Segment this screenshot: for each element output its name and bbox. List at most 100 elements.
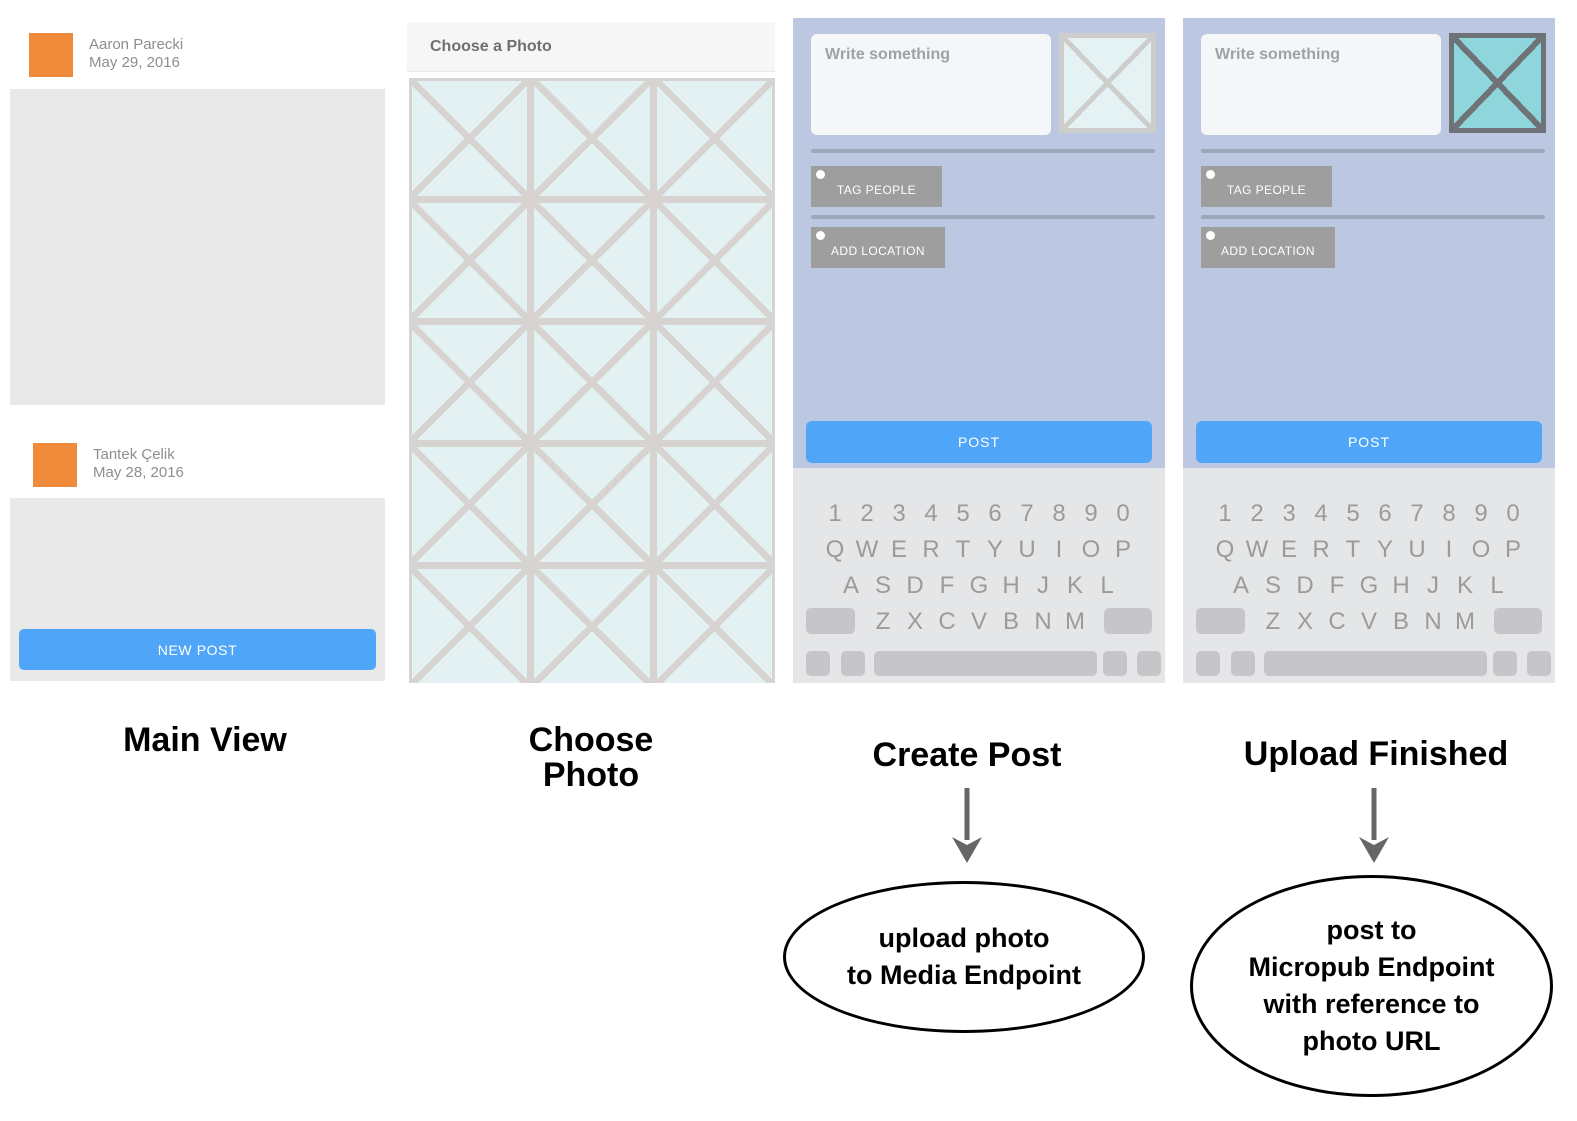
key-d[interactable]: D [1296,572,1314,599]
photo-thumbnail[interactable] [412,203,528,318]
key-b[interactable]: B [1002,608,1019,635]
key-a[interactable]: A [1232,572,1249,599]
blank-key[interactable] [806,651,830,676]
key-h[interactable]: H [1392,572,1410,599]
key-s[interactable]: S [1264,572,1281,599]
key-o[interactable]: O [1471,536,1491,563]
key-k[interactable]: K [1066,572,1083,599]
key-p[interactable]: P [1504,536,1521,563]
key-2[interactable]: 2 [1250,500,1264,527]
key-2[interactable]: 2 [860,500,874,527]
key-3[interactable]: 3 [892,500,906,527]
key-c[interactable]: C [938,608,956,635]
key-u[interactable]: U [1408,536,1426,563]
key-b[interactable]: B [1392,608,1409,635]
key-7[interactable]: 7 [1020,500,1034,527]
blank-key[interactable] [841,651,865,676]
space-bar[interactable] [874,651,1097,676]
photo-thumbnail[interactable] [412,447,528,562]
key-k[interactable]: K [1456,572,1473,599]
backspace-key[interactable] [1104,608,1152,634]
photo-thumbnail[interactable] [656,81,772,196]
key-m[interactable]: M [1455,608,1475,635]
key-z[interactable]: Z [1265,608,1281,635]
key-e[interactable]: E [890,536,907,563]
key-t[interactable]: T [1345,536,1361,563]
key-v[interactable]: V [1360,608,1377,635]
space-bar[interactable] [1264,651,1487,676]
shift-key[interactable] [806,608,855,634]
key-9[interactable]: 9 [1474,500,1488,527]
tag-people-button[interactable]: TAG PEOPLE [811,166,942,207]
shift-key[interactable] [1196,608,1245,634]
key-t[interactable]: T [955,536,971,563]
key-n[interactable]: N [1034,608,1052,635]
key-j[interactable]: J [1427,572,1439,599]
photo-thumbnail[interactable] [534,203,650,318]
key-3[interactable]: 3 [1282,500,1296,527]
key-y[interactable]: Y [986,536,1003,563]
key-x[interactable]: X [906,608,923,635]
key-r[interactable]: R [922,536,940,563]
key-q[interactable]: Q [825,536,845,563]
key-9[interactable]: 9 [1084,500,1098,527]
post-button[interactable]: POST [806,421,1152,463]
photo-thumbnail[interactable] [656,325,772,440]
key-l[interactable]: L [1490,572,1504,599]
key-f[interactable]: F [1329,572,1345,599]
new-post-button[interactable]: NEW POST [19,629,376,670]
photo-thumbnail[interactable] [412,81,528,196]
key-g[interactable]: G [1359,572,1379,599]
key-4[interactable]: 4 [1314,500,1328,527]
blank-key[interactable] [1231,651,1255,676]
key-z[interactable]: Z [875,608,891,635]
photo-thumbnail[interactable] [656,203,772,318]
key-5[interactable]: 5 [1346,500,1360,527]
add-location-button[interactable]: ADD LOCATION [811,227,945,268]
key-h[interactable]: H [1002,572,1020,599]
key-f[interactable]: F [939,572,955,599]
key-m[interactable]: M [1065,608,1085,635]
backspace-key[interactable] [1494,608,1542,634]
key-n[interactable]: N [1424,608,1442,635]
photo-thumbnail[interactable] [534,81,650,196]
key-u[interactable]: U [1018,536,1036,563]
tag-people-button[interactable]: TAG PEOPLE [1201,166,1332,207]
key-6[interactable]: 6 [1378,500,1392,527]
photo-thumbnail[interactable] [534,569,650,683]
blank-key[interactable] [1103,651,1127,676]
photo-thumbnail[interactable] [412,325,528,440]
key-c[interactable]: C [1328,608,1346,635]
photo-thumbnail[interactable] [534,325,650,440]
key-s[interactable]: S [874,572,891,599]
compose-text-input[interactable]: Write something [1201,34,1441,135]
key-e[interactable]: E [1280,536,1297,563]
key-0[interactable]: 0 [1116,500,1130,527]
key-a[interactable]: A [842,572,859,599]
key-l[interactable]: L [1100,572,1114,599]
photo-thumbnail[interactable] [656,569,772,683]
key-7[interactable]: 7 [1410,500,1424,527]
key-x[interactable]: X [1296,608,1313,635]
key-p[interactable]: P [1114,536,1131,563]
key-1[interactable]: 1 [828,500,842,527]
photo-thumbnail[interactable] [656,447,772,562]
key-q[interactable]: Q [1215,536,1235,563]
key-i[interactable]: I [1055,536,1063,563]
blank-key[interactable] [1527,651,1551,676]
key-i[interactable]: I [1445,536,1453,563]
key-8[interactable]: 8 [1442,500,1456,527]
post-button[interactable]: POST [1196,421,1542,463]
key-j[interactable]: J [1037,572,1049,599]
compose-text-input[interactable]: Write something [811,34,1051,135]
key-d[interactable]: D [906,572,924,599]
key-o[interactable]: O [1081,536,1101,563]
key-6[interactable]: 6 [988,500,1002,527]
blank-key[interactable] [1137,651,1161,676]
key-w[interactable]: W [855,536,879,563]
key-8[interactable]: 8 [1052,500,1066,527]
add-location-button[interactable]: ADD LOCATION [1201,227,1335,268]
key-5[interactable]: 5 [956,500,970,527]
key-v[interactable]: V [970,608,987,635]
key-w[interactable]: W [1245,536,1269,563]
